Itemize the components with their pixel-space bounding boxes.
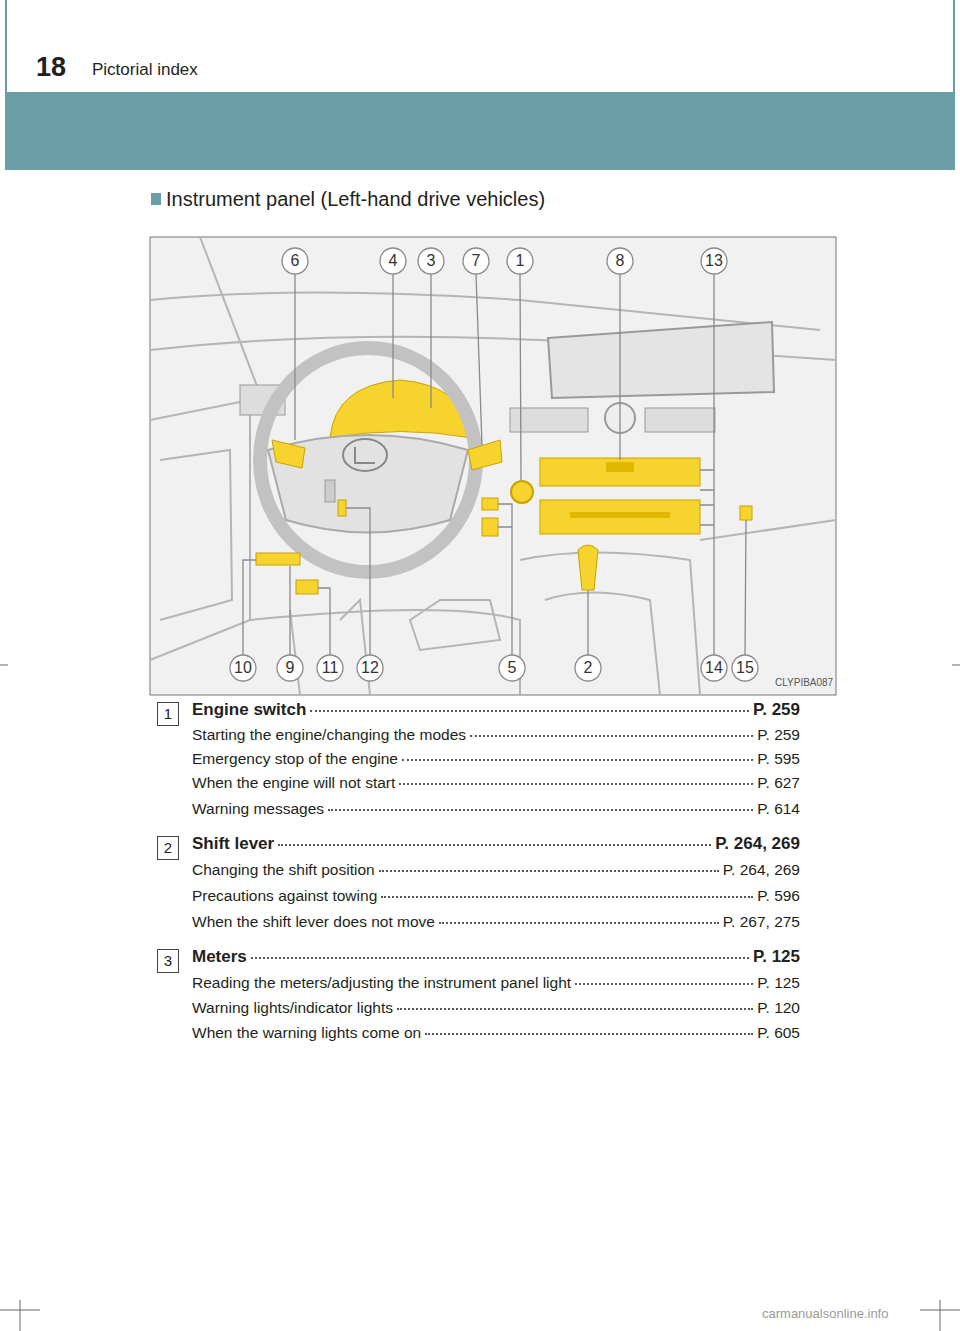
callout-number: 2 bbox=[575, 658, 601, 678]
callout-number: 10 bbox=[230, 658, 256, 678]
callout-number: 9 bbox=[277, 658, 303, 678]
index-entry: When the engine will not start P. 627 bbox=[192, 774, 800, 792]
dot-leader bbox=[397, 1008, 753, 1010]
dot-leader bbox=[381, 896, 753, 898]
header-edge bbox=[5, 0, 7, 170]
page-number: 18 bbox=[36, 52, 66, 83]
section-heading: Instrument panel (Left-hand drive vehicl… bbox=[166, 188, 545, 211]
callout-number: 7 bbox=[463, 251, 489, 271]
watermark: carmanualsonline.info bbox=[762, 1306, 888, 1321]
page-reference: P. 259 bbox=[753, 700, 800, 720]
item-number: 1 bbox=[157, 702, 179, 726]
callout-number: 8 bbox=[607, 251, 633, 271]
page-reference: P. 627 bbox=[757, 774, 800, 792]
item-number: 2 bbox=[157, 836, 179, 860]
dot-leader bbox=[399, 783, 753, 785]
dot-leader bbox=[251, 957, 749, 959]
entry-topic: Emergency stop of the engine bbox=[192, 750, 398, 768]
index-entry: Warning lights/indicator lights P. 120 bbox=[192, 999, 800, 1017]
callout-number: 14 bbox=[701, 658, 727, 678]
callout-number: 15 bbox=[732, 658, 758, 678]
page-reference: P. 264, 269 bbox=[723, 861, 800, 879]
page-reference: P. 264, 269 bbox=[715, 834, 800, 854]
page-header: Pictorial index bbox=[92, 60, 198, 80]
page-reference: P. 125 bbox=[753, 947, 800, 967]
entry-topic: Changing the shift position bbox=[192, 861, 375, 879]
callout-number: 11 bbox=[317, 658, 343, 678]
entry-heading: Meters bbox=[192, 947, 247, 967]
header-strip bbox=[6, 6, 954, 92]
entry-topic: Warning messages bbox=[192, 800, 324, 818]
page-reference: P. 605 bbox=[757, 1024, 800, 1042]
figure-code: CLYPIBA087 bbox=[775, 677, 833, 688]
page-reference: P. 125 bbox=[757, 974, 800, 992]
callout-number: 6 bbox=[282, 251, 308, 271]
index-entry: When the shift lever does not move P. 267… bbox=[192, 913, 800, 931]
item-number: 3 bbox=[157, 949, 179, 973]
index-entry: Starting the engine/changing the modes P.… bbox=[192, 726, 800, 744]
entry-topic: When the warning lights come on bbox=[192, 1024, 421, 1042]
index-entry: Reading the meters/adjusting the instrum… bbox=[192, 974, 800, 992]
index-entry: Precautions against towing P. 596 bbox=[192, 887, 800, 905]
index-entry: Engine switch P. 259 bbox=[192, 700, 800, 720]
page-reference: P. 120 bbox=[757, 999, 800, 1017]
dot-leader bbox=[470, 735, 753, 737]
page-reference: P. 267, 275 bbox=[723, 913, 800, 931]
entry-topic: Reading the meters/adjusting the instrum… bbox=[192, 974, 571, 992]
entry-topic: Warning lights/indicator lights bbox=[192, 999, 393, 1017]
callout-number: 12 bbox=[357, 658, 383, 678]
page-reference: P. 596 bbox=[757, 887, 800, 905]
entry-topic: When the shift lever does not move bbox=[192, 913, 435, 931]
callout-number: 3 bbox=[418, 251, 444, 271]
callout-number: 5 bbox=[499, 658, 525, 678]
header-edge bbox=[953, 0, 955, 170]
page-reference: P. 595 bbox=[757, 750, 800, 768]
entry-heading: Engine switch bbox=[192, 700, 306, 720]
dot-leader bbox=[439, 922, 719, 924]
page-reference: P. 259 bbox=[757, 726, 800, 744]
index-entry: Shift lever P. 264, 269 bbox=[192, 834, 800, 854]
entry-heading: Shift lever bbox=[192, 834, 274, 854]
entry-topic: When the engine will not start bbox=[192, 774, 395, 792]
dot-leader bbox=[310, 710, 749, 712]
entry-topic: Precautions against towing bbox=[192, 887, 377, 905]
callout-number: 4 bbox=[380, 251, 406, 271]
index-entry: Warning messages P. 614 bbox=[192, 800, 800, 818]
dot-leader bbox=[328, 809, 753, 811]
page-reference: P. 614 bbox=[757, 800, 800, 818]
header-band bbox=[6, 92, 954, 170]
index-entry: Emergency stop of the engine P. 595 bbox=[192, 750, 800, 768]
entry-topic: Starting the engine/changing the modes bbox=[192, 726, 466, 744]
crop-marks bbox=[0, 665, 960, 1331]
index-entry: Changing the shift position P. 264, 269 bbox=[192, 861, 800, 879]
index-entry: When the warning lights come on P. 605 bbox=[192, 1024, 800, 1042]
callout-number: 13 bbox=[701, 251, 727, 271]
callout-number: 1 bbox=[507, 251, 533, 271]
dot-leader bbox=[575, 983, 753, 985]
dashboard-illustration bbox=[150, 237, 836, 695]
section-marker bbox=[151, 193, 161, 205]
dot-leader bbox=[379, 870, 719, 872]
index-entry: Meters P. 125 bbox=[192, 947, 800, 967]
dot-leader bbox=[278, 844, 711, 846]
dot-leader bbox=[425, 1033, 753, 1035]
dot-leader bbox=[402, 759, 753, 761]
